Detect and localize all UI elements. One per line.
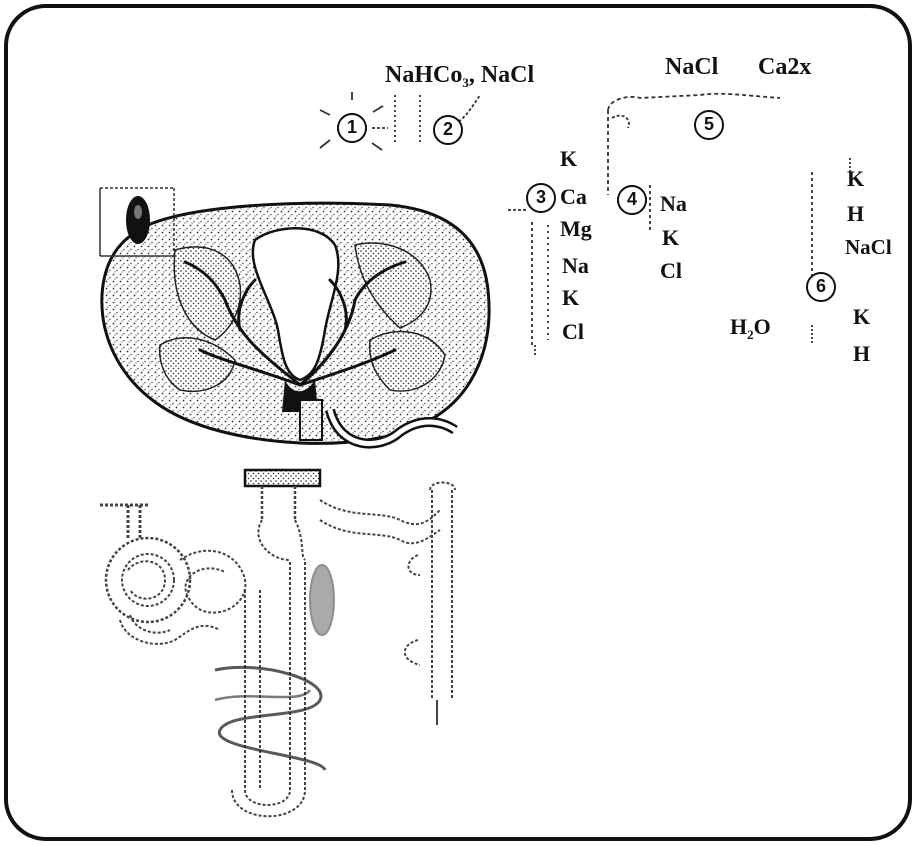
seg3-ion-na: Na: [562, 255, 589, 277]
seg3-ion-k: K: [560, 148, 577, 170]
marker-4: 4: [617, 185, 647, 215]
marker-6: 6: [806, 272, 836, 302]
seg6-ion-h2: H: [853, 343, 870, 365]
label-nahco3: NaHCo: [385, 62, 462, 88]
seg3-ion-cl: Cl: [562, 321, 584, 343]
seg4-ion-k: K: [662, 227, 679, 249]
marker-2: 2: [433, 115, 463, 145]
seg6-ion-k: K: [847, 168, 864, 190]
marker-1: 1: [337, 113, 367, 143]
label-top-ca2x: Ca2x: [758, 55, 811, 79]
label-h2o-h: H: [730, 314, 747, 339]
label-nahco3-nacl: NaHCo3, NaCl: [385, 63, 534, 89]
marker-3: 3: [526, 183, 556, 213]
seg6-ion-k2: K: [853, 306, 870, 328]
seg4-ion-cl: Cl: [660, 260, 682, 282]
label-h2o-o: O: [754, 314, 771, 339]
seg6-ion-h: H: [847, 203, 864, 225]
seg4-ion-na: Na: [660, 193, 687, 215]
seg6-ion-nacl: NaCl: [845, 237, 892, 258]
label-top-nacl: NaCl: [665, 55, 718, 79]
marker-5: 5: [694, 110, 724, 140]
label-h2o: H2O: [730, 316, 771, 341]
seg3-ion-ca: Ca: [560, 186, 587, 208]
seg3-ion-k2: K: [562, 287, 579, 309]
nephron-illustration: [100, 470, 455, 816]
seg3-ion-mg: Mg: [560, 218, 592, 240]
label-nacl-tail: , NaCl: [469, 62, 534, 88]
kidney-illustration: [102, 203, 489, 443]
